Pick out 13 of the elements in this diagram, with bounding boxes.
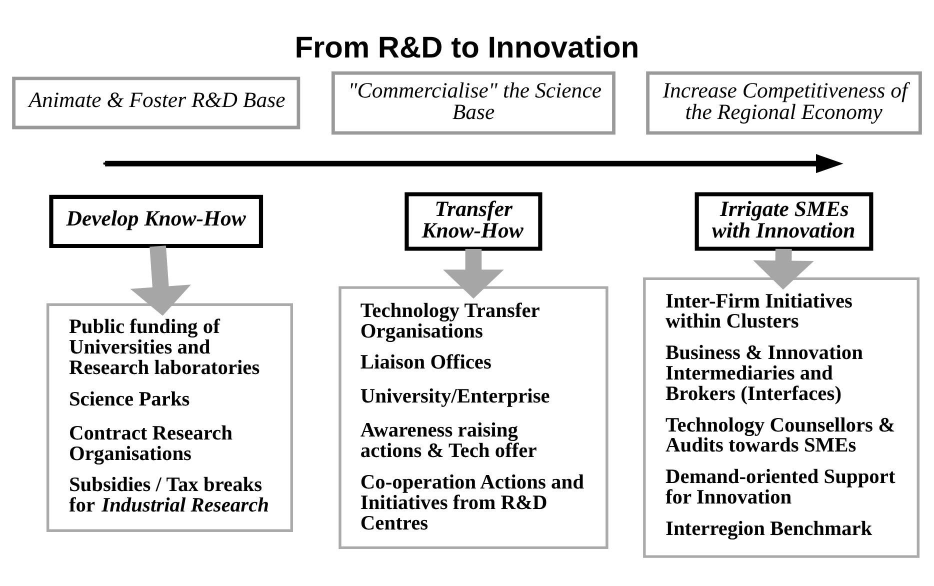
arrow	[443, 248, 504, 299]
arrow	[753, 248, 814, 290]
node-box: Animate & Foster R&D Base	[12, 76, 300, 130]
diagram-title: From R&D to Innovation	[294, 32, 640, 65]
node-box: Irrigate SMEs with Innovation	[694, 192, 874, 251]
node-box: Increase Competitiveness of the Regional Economy	[646, 71, 922, 135]
node-box: Transfer Know-How	[404, 192, 542, 251]
node-box: Public funding of Universities and Research laboratories Science Parks Contract Research Organisations Subsidies / Tax breaks for Industrial Research	[46, 303, 293, 532]
node-box: "Commercialise" the Science Base	[331, 71, 616, 135]
arrow	[130, 246, 191, 316]
node-box: Inter-Firm Initiatives within Clusters Business & Innovation Intermediaries and Brokers (Interfaces) Technology Counsellors & Audits towards SMEs Demand-oriented Support for Innovation Interregion Benchmark	[643, 277, 920, 558]
node-box: Develop Know-How	[49, 194, 264, 248]
node-box: Technology Transfer Organisations Liaison Offices University/Enterprise Awareness raising actions & Tech offer Co-operation Actions and Initiatives from R&D Centres	[338, 286, 608, 550]
